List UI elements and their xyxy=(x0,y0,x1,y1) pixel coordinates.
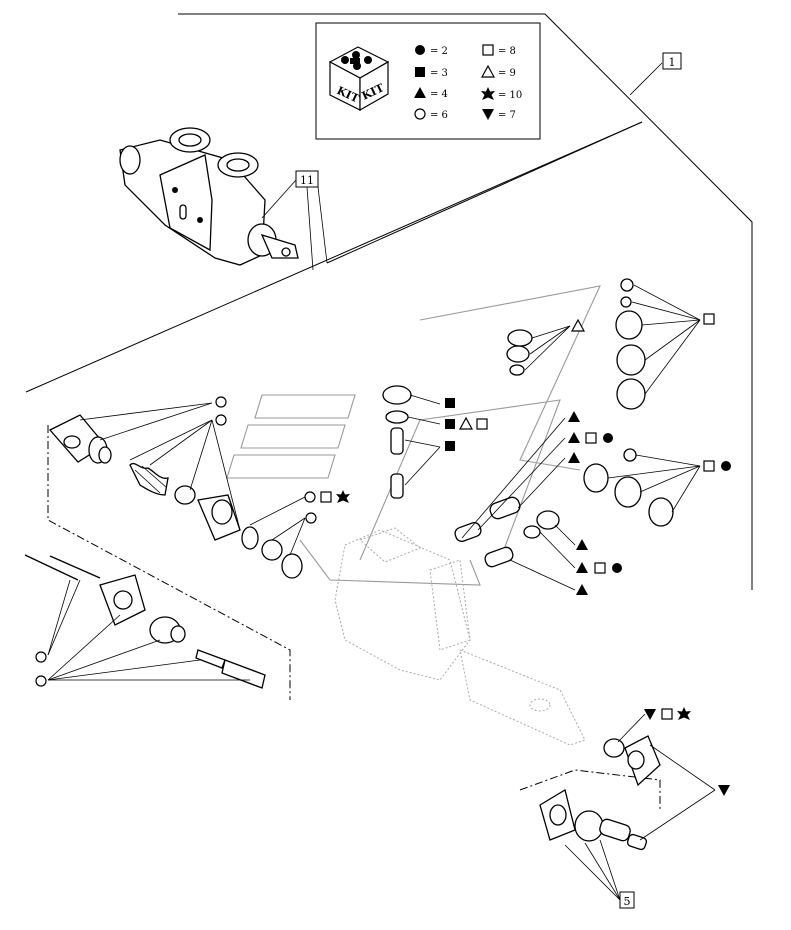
filled-square-icon xyxy=(415,67,425,77)
open-square-icon xyxy=(585,432,597,444)
open-square-icon xyxy=(703,460,715,472)
callout-11: 11 xyxy=(261,170,328,271)
filled-triangle-up-icon xyxy=(576,539,588,550)
valve-body xyxy=(119,127,299,266)
seal-sets xyxy=(506,278,674,527)
legend-entry: = 8 xyxy=(498,46,516,57)
filled-triangle-up-icon xyxy=(568,411,580,422)
open-circle-icon xyxy=(414,108,426,120)
callout-1-label: 1 xyxy=(669,56,676,69)
open-square-icon xyxy=(482,44,494,56)
filled-triangle-up-icon xyxy=(576,584,588,595)
legend-entry: = 3 xyxy=(430,68,448,79)
legend-entry: = 6 xyxy=(430,110,448,121)
end-cap-parts xyxy=(519,735,661,851)
open-circle-icon xyxy=(215,414,227,426)
open-square-icon xyxy=(703,313,715,325)
open-circle-icon xyxy=(35,675,47,687)
open-circle-icon xyxy=(305,512,317,524)
left-spool-parts xyxy=(48,414,303,579)
filled-triangle-down-icon xyxy=(718,785,730,796)
legend-entry: = 7 xyxy=(498,110,516,121)
filled-square-icon xyxy=(445,441,455,451)
kit-cube-icon xyxy=(328,46,390,112)
legend-entry: = 2 xyxy=(430,46,448,57)
legend-entry: = 9 xyxy=(498,68,516,79)
leader-lines xyxy=(47,284,716,841)
filled-square-icon xyxy=(445,419,455,429)
callout-11-label: 11 xyxy=(300,174,314,187)
filled-circle-icon xyxy=(612,563,622,573)
callout-5-label: 5 xyxy=(624,895,631,908)
relief-cartridges xyxy=(454,496,560,568)
open-square-icon xyxy=(476,418,488,430)
callout-1: 1 xyxy=(629,52,682,96)
open-circle-icon xyxy=(35,651,47,663)
center-stem-parts xyxy=(382,385,412,499)
filled-circle-icon xyxy=(415,45,425,55)
filled-star-icon xyxy=(677,707,691,720)
filled-triangle-up-icon xyxy=(568,452,580,463)
assembly-frame-lines xyxy=(25,13,753,590)
filled-square-icon xyxy=(445,398,455,408)
open-circle-icon xyxy=(215,396,227,408)
open-square-icon xyxy=(320,491,332,503)
open-square-icon xyxy=(661,708,673,720)
legend-entry: = 10 xyxy=(498,90,522,101)
filled-star-icon xyxy=(336,490,350,503)
filled-triangle-down-icon xyxy=(644,709,656,720)
filled-circle-icon xyxy=(721,461,731,471)
legend-entry: = 4 xyxy=(430,89,448,100)
bolt-kit xyxy=(24,425,291,700)
callout-5: 5 xyxy=(564,839,635,909)
filled-triangle-up-icon xyxy=(576,562,588,573)
legend-box: KIT KIT = 2 = 3 = 4 = 6 = 8 = 9 = 10 = 7 xyxy=(315,22,541,140)
open-square-icon xyxy=(594,562,606,574)
open-circle-icon xyxy=(304,491,316,503)
open-triangle-up-icon xyxy=(459,417,473,430)
filled-circle-icon xyxy=(603,433,613,443)
spool-housing-ghost xyxy=(334,527,586,746)
watermark-logo xyxy=(226,285,601,586)
filled-triangle-up-icon xyxy=(568,432,580,443)
